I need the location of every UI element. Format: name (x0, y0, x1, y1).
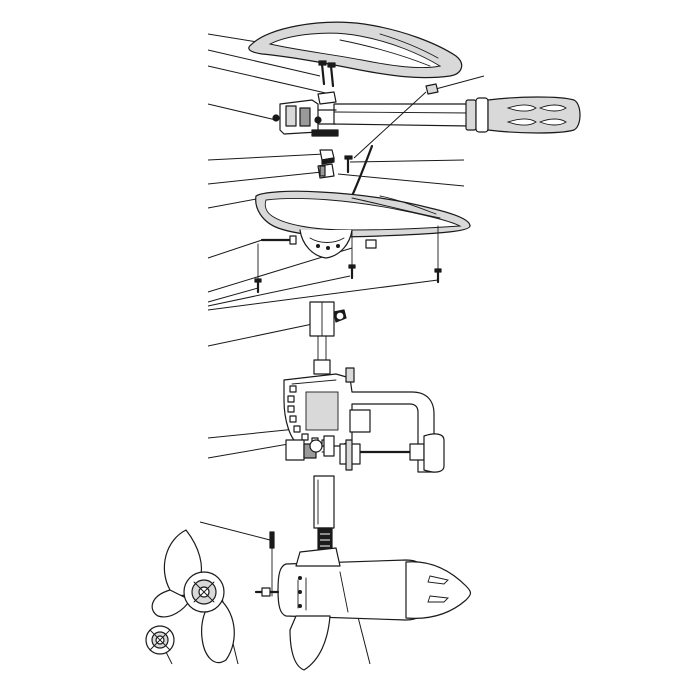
leader-right-low (337, 173, 465, 187)
tiller-handle (272, 91, 581, 159)
leader-knob (207, 441, 301, 459)
leader-screws-top (207, 49, 321, 77)
leader-screw-c (207, 279, 439, 311)
head-cover (248, 21, 463, 79)
leader-bushing (207, 153, 325, 161)
steering-bushings (311, 129, 374, 198)
propeller (151, 529, 235, 664)
leader-collar (207, 171, 323, 185)
leader-screw-a (207, 287, 259, 303)
leader-screw-b (207, 275, 351, 307)
leader-tube-block (207, 321, 323, 347)
housing-screws (254, 264, 442, 294)
cover-screws (317, 60, 439, 105)
leader-right-mid (349, 159, 465, 163)
shaft-tube-block (309, 301, 347, 375)
mounting-bracket (283, 367, 445, 473)
motor-unit (254, 547, 472, 671)
motor-head-housing (255, 190, 471, 291)
prop-nut (145, 625, 175, 655)
leader-handle-mount (207, 103, 277, 121)
leader-clip (207, 65, 331, 95)
leader-bolt (207, 239, 263, 259)
leader-head (207, 197, 263, 209)
leader-right-top (431, 75, 485, 91)
leader-pin (199, 521, 271, 541)
